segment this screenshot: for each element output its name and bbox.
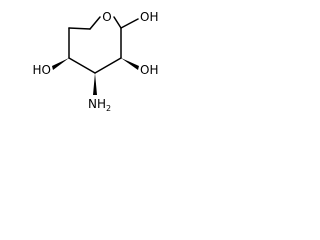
- bond-c1-o: [113, 16, 122, 29]
- wedge-c2-oh: [121, 58, 139, 70]
- structure-diagram: O OH OH HO NH2: [33, 10, 159, 113]
- c2-oh-label: OH: [140, 63, 158, 77]
- wedge-c4-oh: [52, 58, 69, 70]
- c4-ho-label: HO: [33, 63, 51, 77]
- bond-c5-c6: [68, 27, 91, 30]
- amino-subscript: 2: [106, 104, 111, 113]
- bond-c2-c3: [94, 57, 122, 74]
- amino-nh-text: NH: [88, 97, 106, 111]
- bond-c3-c4: [68, 57, 96, 74]
- bond-c1-oh: [120, 18, 139, 29]
- bond-c6-o: [89, 16, 101, 30]
- amino-label: NH2: [88, 97, 111, 113]
- anomeric-oh-label: OH: [140, 10, 158, 24]
- ring-oxygen-label: O: [102, 10, 111, 24]
- wedge-c3-nh2: [93, 73, 97, 95]
